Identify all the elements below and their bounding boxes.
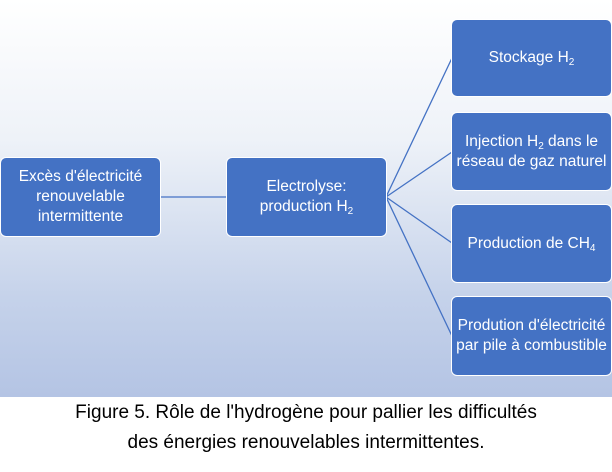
link-electrolysis-fuelcell bbox=[385, 196, 453, 337]
caption-line-2: des énergies renouvelables intermittente… bbox=[127, 432, 485, 453]
node-electrolysis-line1: Electrolyse: bbox=[266, 178, 347, 195]
node-injection: Injection H2 dans le réseau de gaz natur… bbox=[451, 112, 612, 191]
caption-line-1: Figure 5. Rôle de l'hydrogène pour palli… bbox=[75, 402, 537, 423]
figure-caption: Figure 5. Rôle de l'hydrogène pour palli… bbox=[0, 398, 612, 458]
node-source-label: Excès d'électricité renouvelable intermi… bbox=[18, 168, 143, 225]
node-methane: Production de CH4 bbox=[451, 204, 612, 283]
node-source: Excès d'électricité renouvelable intermi… bbox=[0, 157, 161, 237]
node-fuelcell-label: Prodution d'électricité par pile à combu… bbox=[456, 317, 607, 354]
link-electrolysis-storage bbox=[385, 57, 453, 198]
diagram-links bbox=[160, 57, 453, 337]
node-electrolysis: Electrolyse: production H2 bbox=[226, 157, 387, 237]
node-electrolysis-line2: production H2 bbox=[259, 198, 354, 217]
node-storage: Stockage H2 bbox=[451, 19, 612, 97]
link-electrolysis-injection bbox=[385, 151, 453, 198]
link-electrolysis-methane bbox=[385, 196, 453, 244]
node-fuelcell: Prodution d'électricité par pile à combu… bbox=[451, 296, 612, 376]
